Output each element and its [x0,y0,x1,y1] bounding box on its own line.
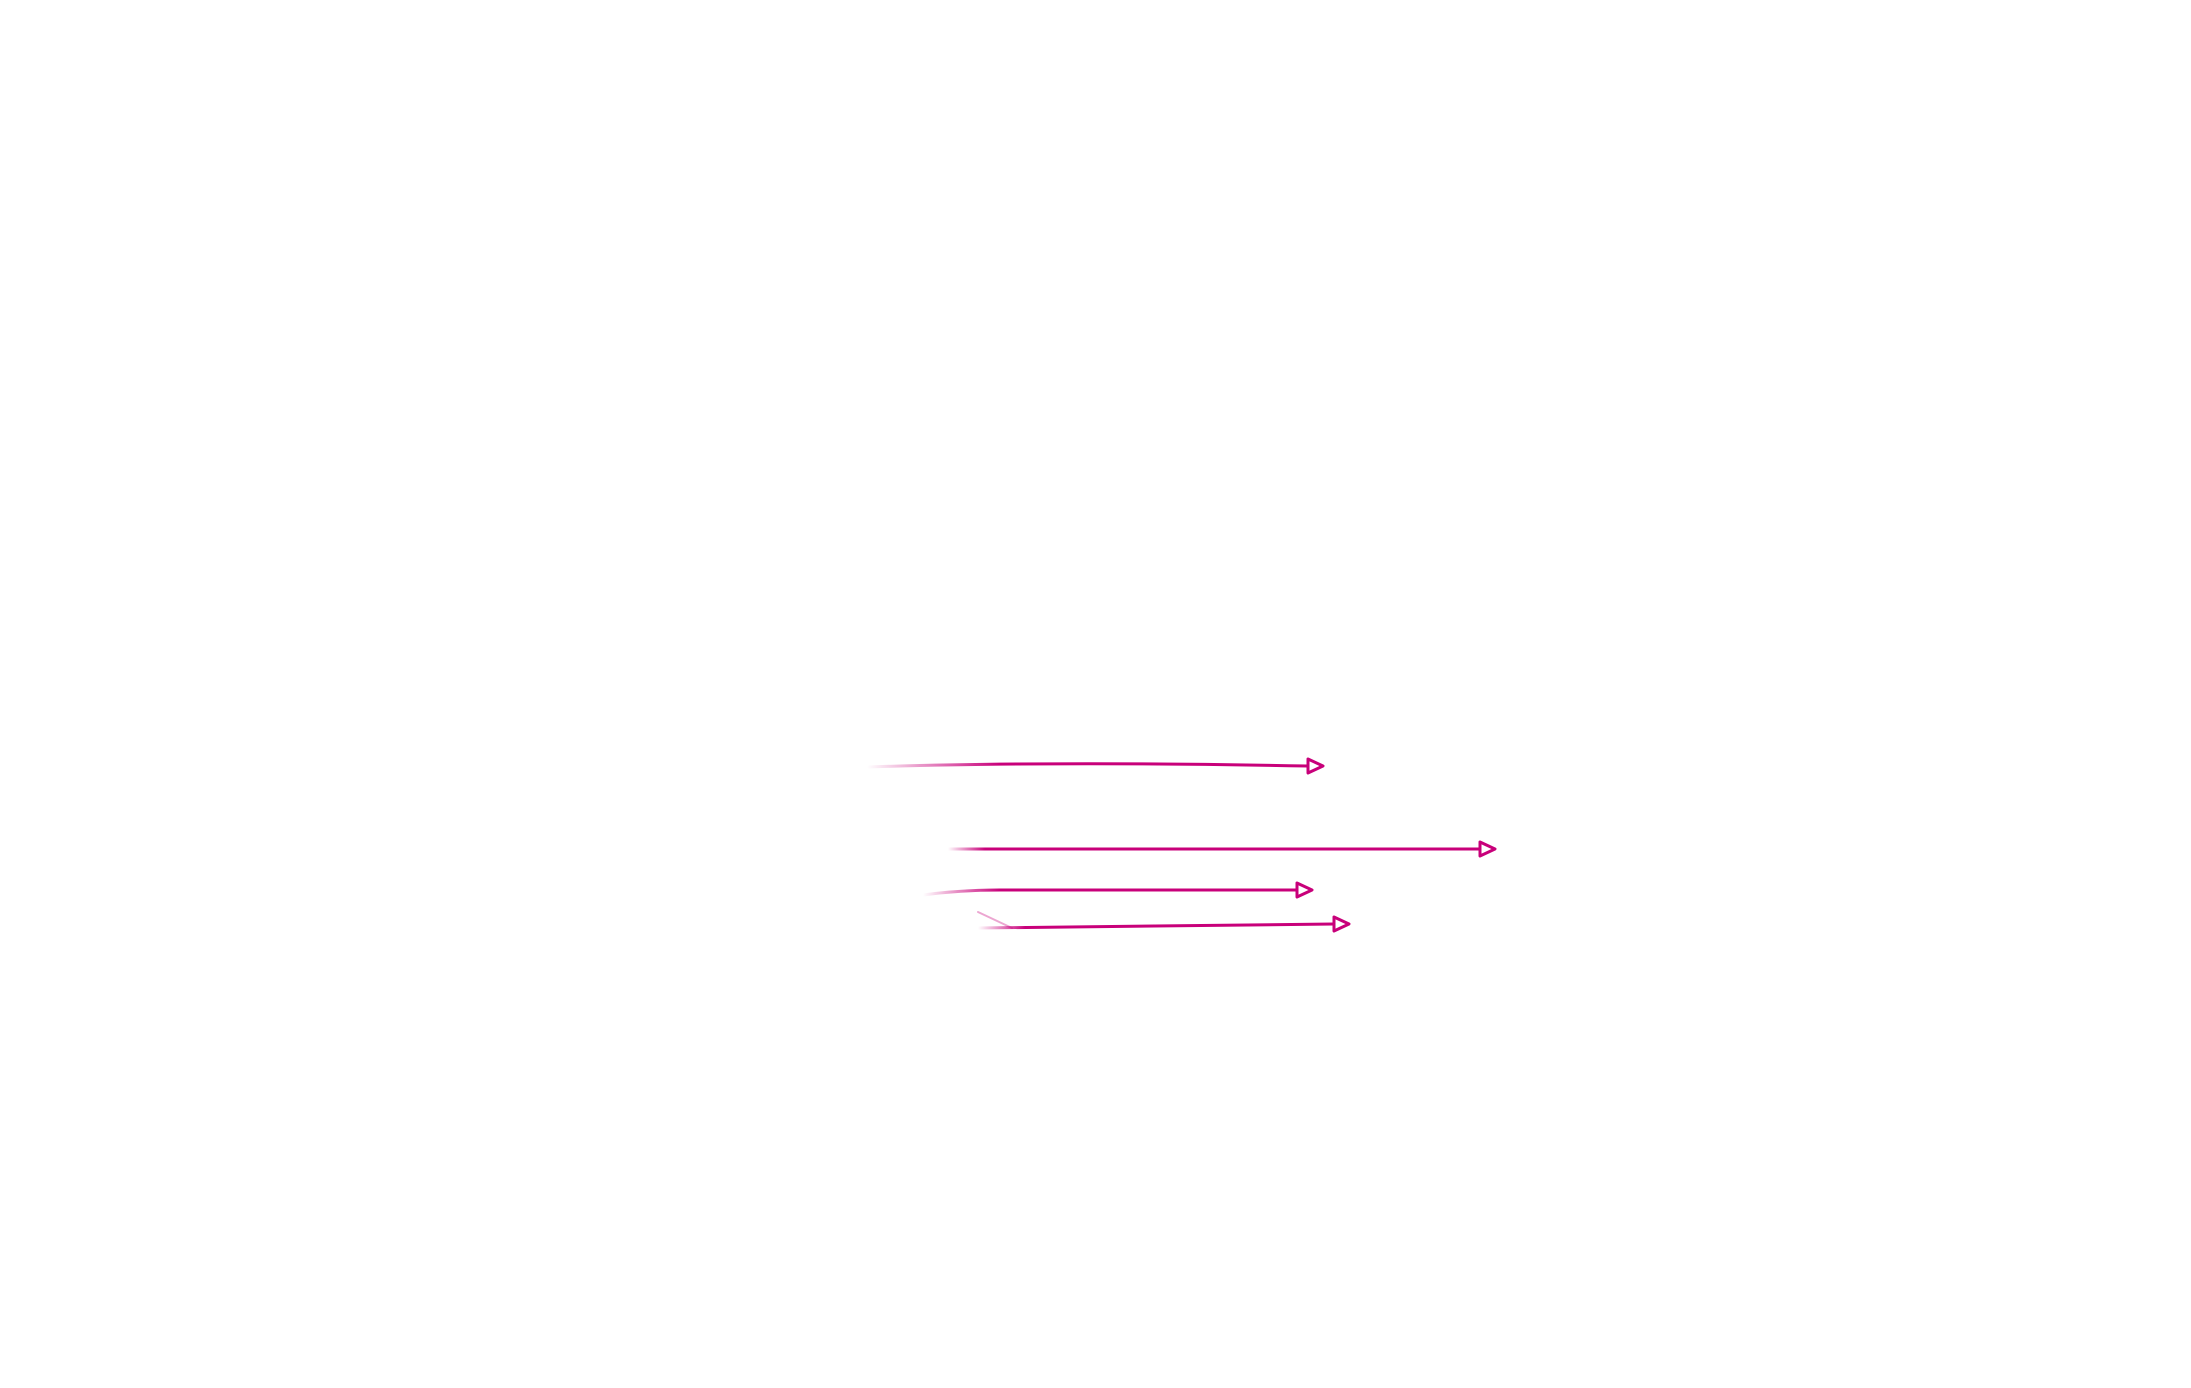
arrow-3 [921,881,1314,899]
arrow-2 [946,840,1497,858]
arrow-1-head [1306,757,1325,775]
arrow-4-shaft [976,922,1336,930]
arrow-2-head [1478,840,1497,858]
arrow-4-tail-stub [977,911,1013,929]
arrow-1-shaft [865,762,1310,769]
arrow-3-head [1295,881,1314,899]
arrow-1 [865,757,1325,775]
arrow-3-shaft [921,888,1299,897]
arrow-4 [976,911,1351,933]
arrow-4-head [1332,915,1351,933]
